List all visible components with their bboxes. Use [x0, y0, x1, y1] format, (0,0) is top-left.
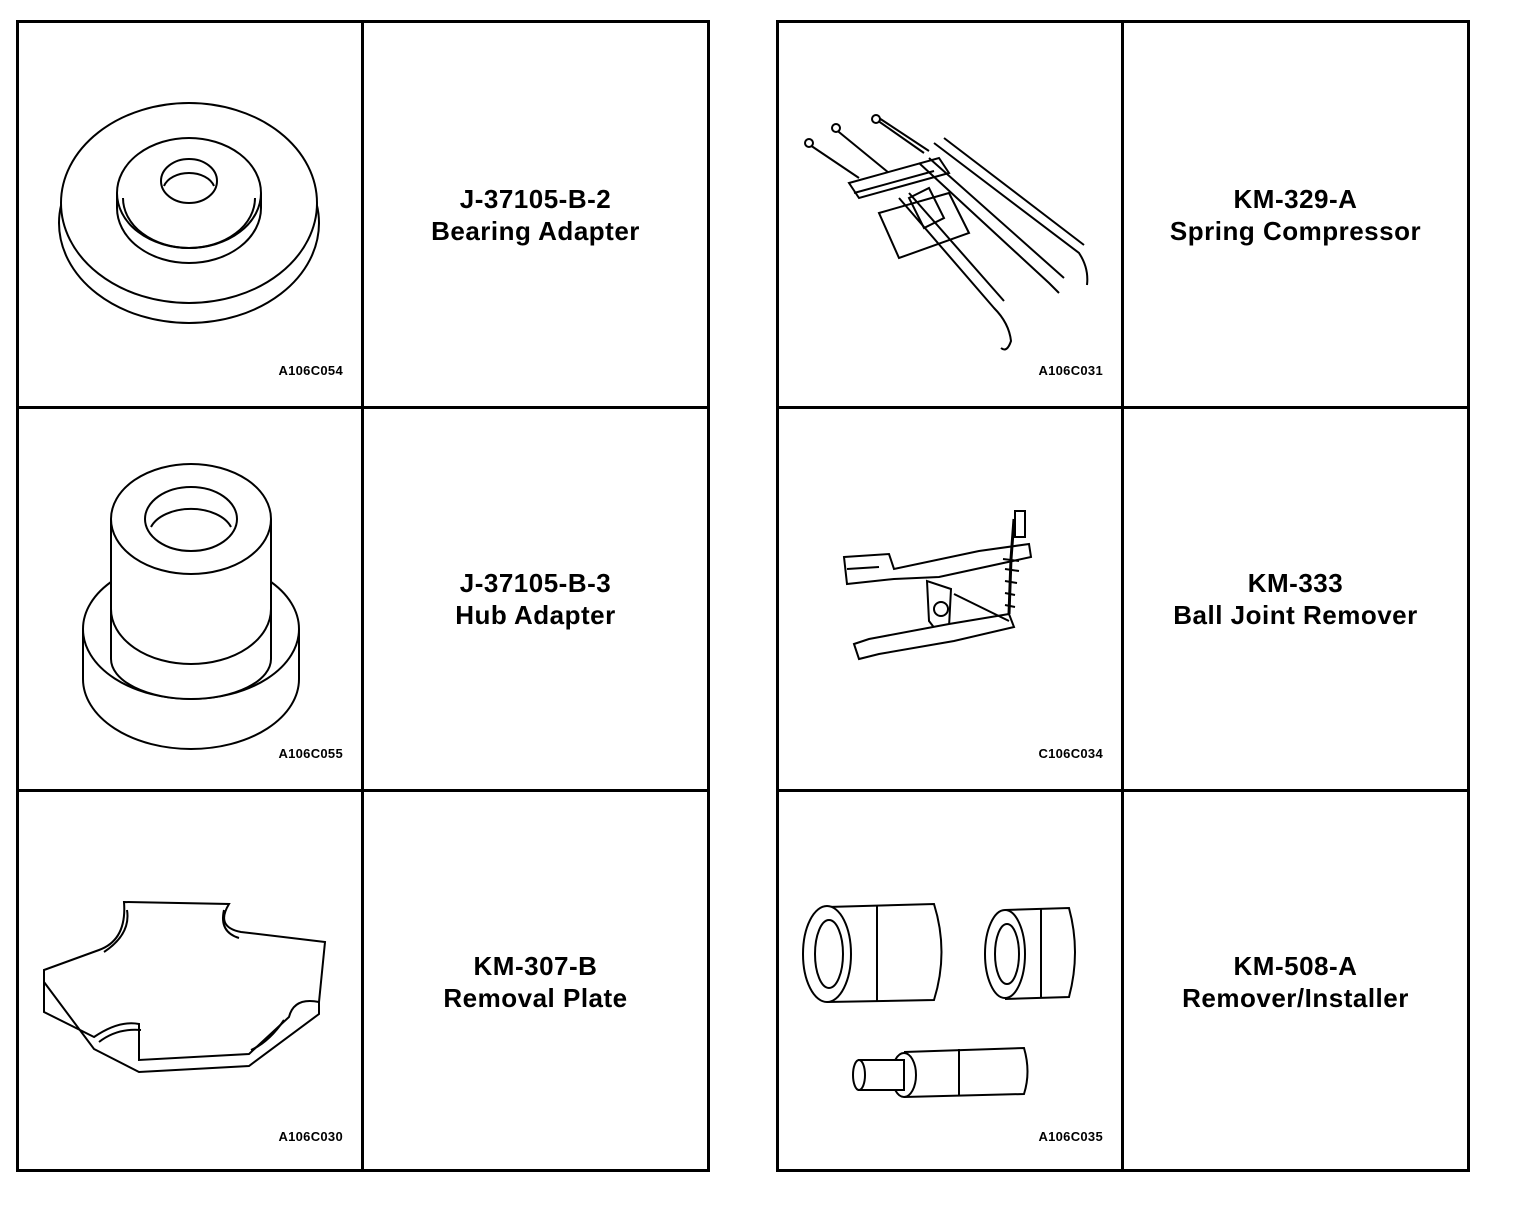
tool-row: A106C055 J-37105-B-3 Hub Adapter — [19, 406, 707, 789]
figure-code: C106C034 — [1038, 746, 1103, 761]
part-number: J-37105-B-3 — [459, 568, 612, 598]
tool-image-cell: A106C035 — [779, 792, 1124, 1172]
tool-name: Spring Compressor — [1169, 215, 1422, 246]
ball-joint-remover-icon — [779, 409, 1124, 789]
tool-image-cell: C106C034 — [779, 409, 1124, 789]
tool-image-cell: A106C054 — [19, 23, 364, 406]
figure-code: A106C030 — [278, 1129, 343, 1144]
figure-code: A106C031 — [1038, 363, 1103, 378]
hub-adapter-icon — [19, 409, 364, 789]
part-number: J-37105-B-2 — [459, 183, 612, 214]
tool-label-cell: KM-508-A Remover/Installer — [1124, 792, 1467, 1172]
part-number: KM-333 — [1247, 568, 1344, 598]
tool-row: C106C034 KM-333 Ball Joint Remover — [779, 406, 1467, 789]
part-number: KM-329-A — [1233, 183, 1358, 214]
tool-table-right: A106C031 KM-329-A Spring Compressor C106… — [776, 20, 1470, 1172]
tool-label-cell: J-37105-B-3 Hub Adapter — [364, 409, 707, 789]
tool-row: A106C030 KM-307-B Removal Plate — [19, 789, 707, 1172]
tool-row: A106C031 KM-329-A Spring Compressor — [779, 23, 1467, 406]
bearing-adapter-icon — [19, 23, 364, 406]
removal-plate-icon — [19, 792, 364, 1172]
part-number: KM-307-B — [473, 951, 598, 981]
tool-name: Ball Joint Remover — [1173, 600, 1418, 630]
tool-label-cell: KM-307-B Removal Plate — [364, 792, 707, 1172]
part-number: KM-508-A — [1233, 951, 1358, 981]
tool-image-cell: A106C030 — [19, 792, 364, 1172]
tool-row: A106C054 J-37105-B-2 Bearing Adapter — [19, 23, 707, 406]
tool-name: Removal Plate — [443, 983, 628, 1013]
tool-name: Remover/Installer — [1182, 983, 1409, 1013]
tool-label-cell: KM-329-A Spring Compressor — [1124, 23, 1467, 406]
figure-code: A106C035 — [1038, 1129, 1103, 1144]
tool-label-cell: J-37105-B-2 Bearing Adapter — [364, 23, 707, 406]
figure-code: A106C054 — [278, 363, 343, 378]
tool-table-left: A106C054 J-37105-B-2 Bearing Adapter A10… — [16, 20, 710, 1172]
tool-label-cell: KM-333 Ball Joint Remover — [1124, 409, 1467, 789]
figure-code: A106C055 — [278, 746, 343, 761]
tool-image-cell: A106C031 — [779, 23, 1124, 406]
remover-installer-icon — [779, 792, 1124, 1172]
tool-name: Hub Adapter — [455, 600, 616, 630]
tool-image-cell: A106C055 — [19, 409, 364, 789]
tool-row: A106C035 KM-508-A Remover/Installer — [779, 789, 1467, 1172]
tool-name: Bearing Adapter — [431, 215, 640, 246]
spring-compressor-icon — [779, 23, 1124, 406]
